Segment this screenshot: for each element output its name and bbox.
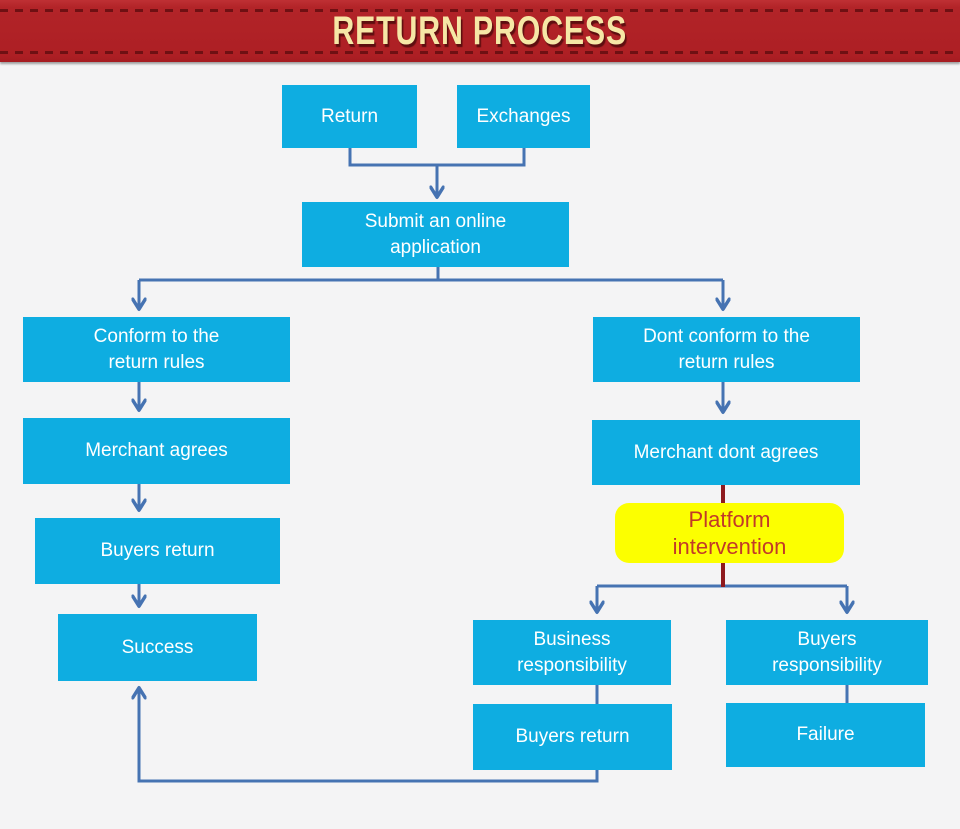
node-buyers-responsibility: Buyers responsibility — [726, 620, 928, 685]
node-exchanges: Exchanges — [457, 85, 590, 148]
node-dont-conform-return-rules: Dont conform to the return rules — [593, 317, 860, 382]
node-submit-application: Submit an online application — [302, 202, 569, 267]
banner-dashed-line-top — [0, 9, 960, 12]
edge-return-exchanges-merge — [348, 148, 526, 167]
node-return: Return — [282, 85, 417, 148]
node-platform-intervention: Platform intervention — [615, 503, 844, 563]
node-conform-return-rules: Conform to the return rules — [23, 317, 290, 382]
node-merchant-dont-agrees: Merchant dont agrees — [592, 420, 860, 485]
node-success: Success — [58, 614, 257, 681]
node-buyers-return: Buyers return — [35, 518, 280, 584]
node-buyers-return-bottom: Buyers return — [473, 704, 672, 770]
page-title: RETURN PROCESS — [332, 8, 628, 53]
node-business-responsibility: Business responsibility — [473, 620, 671, 685]
node-merchant-agrees: Merchant agrees — [23, 418, 290, 484]
title-banner: RETURN PROCESS — [0, 0, 960, 62]
node-failure: Failure — [726, 703, 925, 767]
banner-dashed-line-bottom — [0, 51, 960, 54]
edge-buyers-return-to-success-loop — [139, 689, 599, 783]
